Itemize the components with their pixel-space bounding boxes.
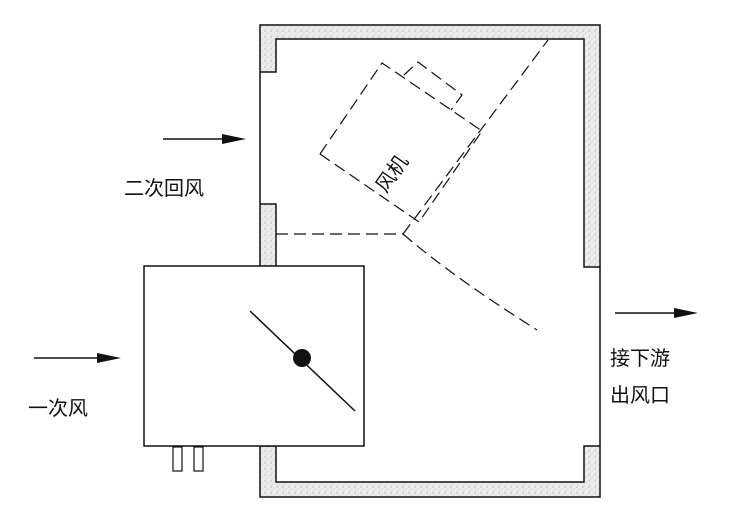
housing-edges xyxy=(259,72,601,446)
arrow-secondary-return xyxy=(163,134,246,144)
label-outlet-line2: 出风口 xyxy=(610,383,670,407)
damper-pivot xyxy=(293,349,311,367)
label-secondary-return-air: 二次回风 xyxy=(124,176,204,200)
label-outlet-line1: 接下游 xyxy=(610,346,670,370)
airflow-dashed-lines xyxy=(276,39,549,331)
housing-walls xyxy=(259,24,601,498)
wall-top xyxy=(259,24,601,268)
wall-left xyxy=(259,203,277,268)
label-primary-air: 一次风 xyxy=(28,396,88,420)
arrow-outlet xyxy=(615,308,698,318)
arrow-primary-air xyxy=(34,353,121,363)
primary-air-damper-box xyxy=(143,265,365,447)
fan-outline xyxy=(319,61,483,223)
wall-bottom xyxy=(259,445,601,498)
label-fan: 风机 xyxy=(370,150,413,197)
connector-pins xyxy=(172,446,204,472)
